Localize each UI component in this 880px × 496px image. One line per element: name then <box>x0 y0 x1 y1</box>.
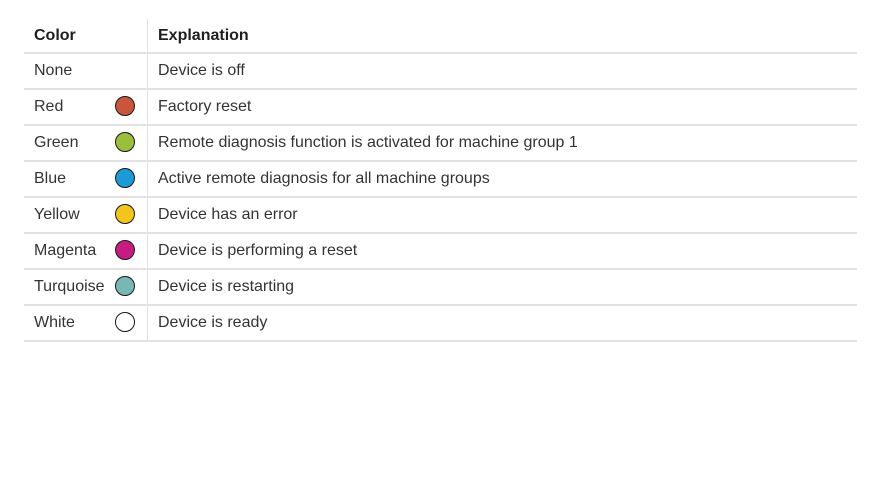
explanation-cell: Device is performing a reset <box>148 234 857 268</box>
explanation-text: Device has an error <box>158 206 298 223</box>
led-color-table: Color Explanation None Device is off Red… <box>24 19 857 342</box>
color-cell: Turquoise <box>24 270 148 304</box>
explanation-text: Device is performing a reset <box>158 242 358 259</box>
color-name: Turquoise <box>34 278 105 295</box>
explanation-cell: Remote diagnosis function is activated f… <box>148 126 857 160</box>
blue-led-swatch-icon <box>115 168 135 188</box>
explanation-text: Active remote diagnosis for all machine … <box>158 170 490 187</box>
table-row: Yellow Device has an error <box>24 198 857 234</box>
color-cell: Blue <box>24 162 148 196</box>
yellow-led-swatch-icon <box>115 204 135 224</box>
header-color-label: Color <box>34 26 76 44</box>
explanation-cell: Device has an error <box>148 198 857 232</box>
color-cell: White <box>24 306 148 340</box>
color-name: Blue <box>34 170 67 187</box>
red-led-swatch-icon <box>115 96 135 116</box>
table-row: Red Factory reset <box>24 90 857 126</box>
color-name: Red <box>34 98 64 115</box>
table-row: Turquoise Device is restarting <box>24 270 857 306</box>
magenta-led-swatch-icon <box>115 240 135 260</box>
table-row: Magenta Device is performing a reset <box>24 234 857 270</box>
explanation-text: Remote diagnosis function is activated f… <box>158 134 578 151</box>
table-row: Green Remote diagnosis function is activ… <box>24 126 857 162</box>
white-led-swatch-icon <box>115 312 135 332</box>
header-cell-color: Color <box>24 19 148 52</box>
header-explanation-label: Explanation <box>158 26 249 44</box>
explanation-text: Factory reset <box>158 98 252 115</box>
color-name: White <box>34 314 75 331</box>
color-name: None <box>34 62 73 79</box>
green-led-swatch-icon <box>115 132 135 152</box>
explanation-cell: Device is off <box>148 54 857 88</box>
color-cell: Red <box>24 90 148 124</box>
color-cell: Green <box>24 126 148 160</box>
table-header-row: Color Explanation <box>24 19 857 54</box>
color-name: Green <box>34 134 79 151</box>
turquoise-led-swatch-icon <box>115 276 135 296</box>
header-cell-explanation: Explanation <box>148 19 857 52</box>
explanation-cell: Active remote diagnosis for all machine … <box>148 162 857 196</box>
color-cell: None <box>24 54 148 88</box>
explanation-cell: Factory reset <box>148 90 857 124</box>
table-row: Blue Active remote diagnosis for all mac… <box>24 162 857 198</box>
color-name: Yellow <box>34 206 80 223</box>
explanation-text: Device is off <box>158 62 245 79</box>
color-cell: Yellow <box>24 198 148 232</box>
explanation-cell: Device is ready <box>148 306 857 340</box>
table-row: None Device is off <box>24 54 857 90</box>
color-name: Magenta <box>34 242 97 259</box>
color-cell: Magenta <box>24 234 148 268</box>
explanation-text: Device is restarting <box>158 278 295 295</box>
table-row: White Device is ready <box>24 306 857 342</box>
explanation-cell: Device is restarting <box>148 270 857 304</box>
explanation-text: Device is ready <box>158 314 268 331</box>
